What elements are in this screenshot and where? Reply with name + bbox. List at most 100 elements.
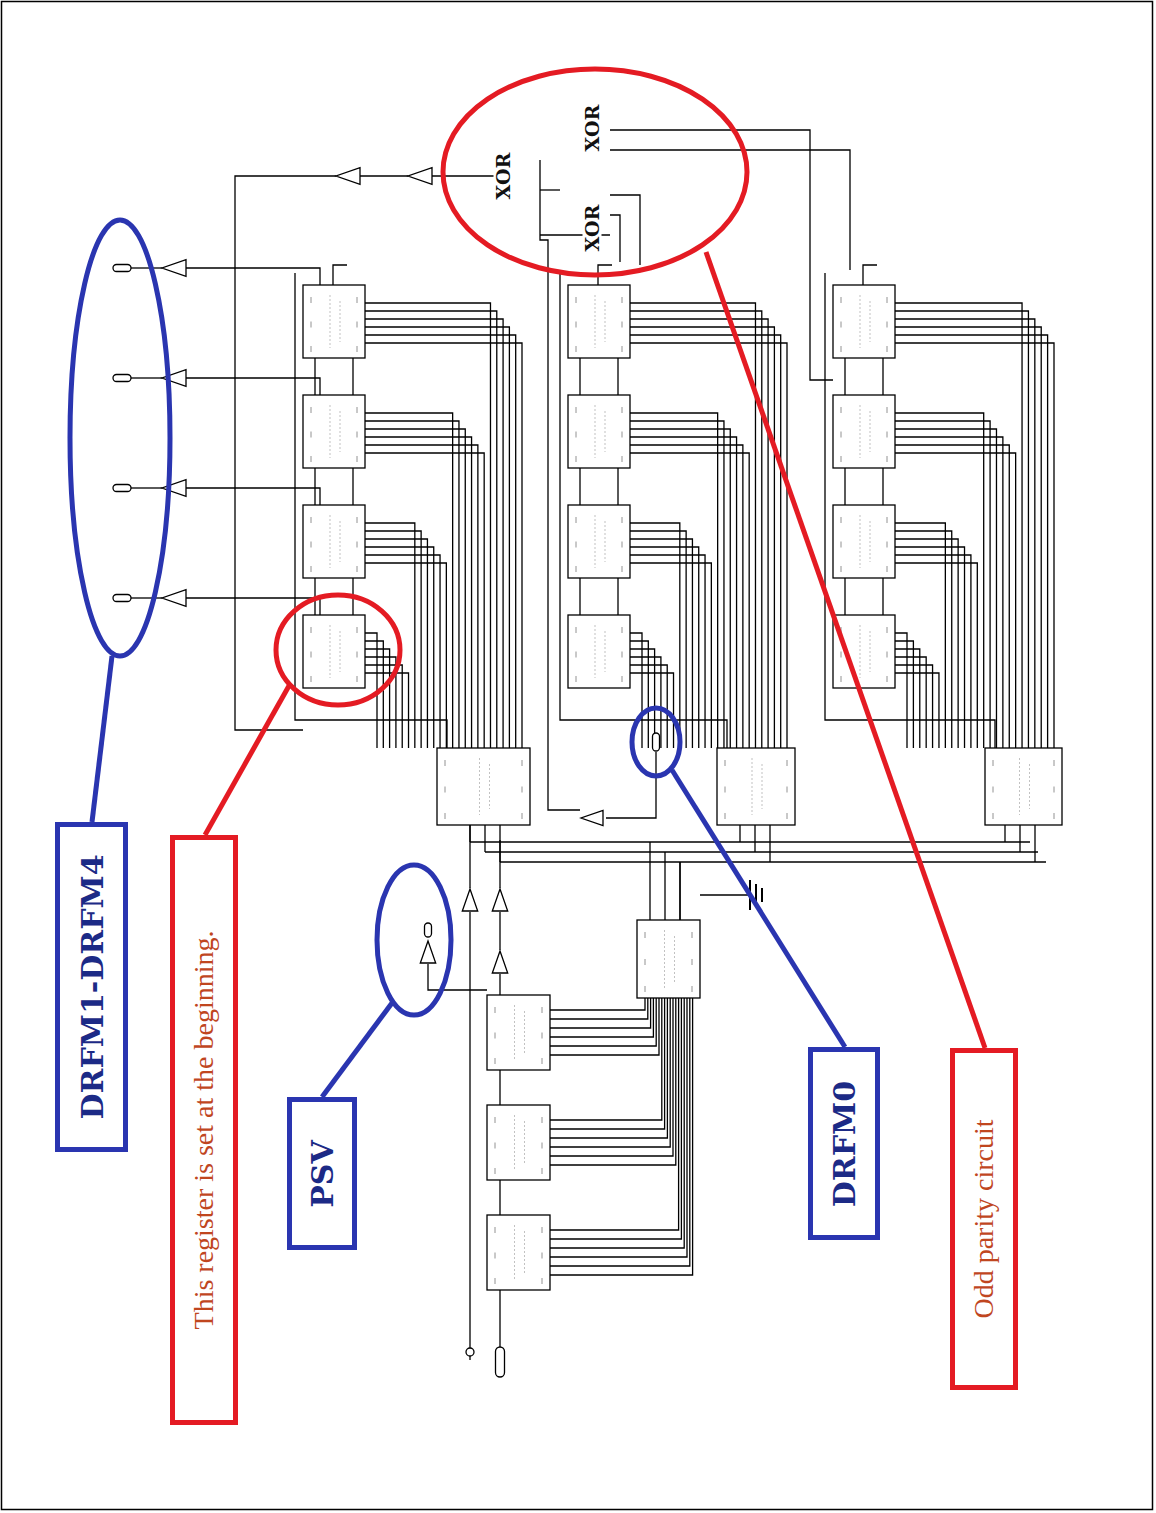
pin-mark xyxy=(340,301,341,342)
wire xyxy=(550,998,662,1120)
wire xyxy=(365,413,453,748)
pin-mark xyxy=(445,787,446,793)
callout-ellipse xyxy=(443,69,747,275)
pin-mark xyxy=(1054,813,1055,819)
wire xyxy=(882,468,883,505)
wire xyxy=(365,633,377,748)
wire xyxy=(863,265,877,285)
wire xyxy=(1034,825,1035,862)
pin-mark xyxy=(887,517,888,523)
wire xyxy=(630,437,737,748)
pin-mark xyxy=(357,456,358,462)
register-chip xyxy=(568,285,630,358)
pin-mark xyxy=(622,566,623,572)
register-chip xyxy=(833,395,895,468)
wire xyxy=(365,555,440,748)
register-chip xyxy=(303,395,365,468)
wire xyxy=(606,752,656,818)
pin-mark xyxy=(311,566,312,572)
gate-label: XOR xyxy=(494,152,513,201)
pin-mark xyxy=(495,1143,496,1149)
wire xyxy=(314,468,315,505)
pin-mark xyxy=(479,758,480,815)
pin-mark xyxy=(841,407,842,413)
wire xyxy=(1019,825,1020,852)
wire xyxy=(469,825,470,888)
wire xyxy=(895,327,1041,748)
multiplexer-chip xyxy=(717,748,795,825)
io-pin xyxy=(113,595,131,602)
pin-mark xyxy=(887,322,888,328)
pin-mark xyxy=(311,297,312,303)
wire xyxy=(550,998,651,1028)
pin-mark xyxy=(514,1005,515,1060)
pin-mark xyxy=(605,411,606,452)
wire xyxy=(739,825,740,842)
wire xyxy=(754,825,755,852)
wire xyxy=(610,130,833,380)
pin-mark xyxy=(622,322,623,328)
wire xyxy=(499,1070,500,1105)
callout-box: PSV xyxy=(287,1097,357,1250)
pin-mark xyxy=(445,760,446,766)
wire xyxy=(630,445,743,748)
wire xyxy=(540,160,580,810)
pin-mark xyxy=(645,932,646,938)
pin-mark xyxy=(340,631,341,672)
wire xyxy=(550,998,670,1147)
pin-mark xyxy=(576,566,577,572)
wire xyxy=(895,649,920,748)
pin-mark xyxy=(489,764,490,809)
wire xyxy=(895,523,945,748)
pin-mark xyxy=(787,813,788,819)
pin-mark xyxy=(330,405,331,458)
wire xyxy=(130,487,162,488)
pin-mark xyxy=(495,1033,496,1039)
wire xyxy=(130,377,162,378)
pin-mark xyxy=(542,1278,543,1284)
leader-line xyxy=(92,656,112,822)
pin-mark xyxy=(674,936,675,982)
pin-mark xyxy=(1029,764,1030,809)
pin-mark xyxy=(622,676,623,682)
wire xyxy=(186,268,320,285)
wire xyxy=(844,468,845,505)
wire xyxy=(365,445,478,748)
wire xyxy=(485,851,1038,852)
pin-mark xyxy=(522,787,523,793)
pin-mark xyxy=(870,521,871,562)
pin-mark xyxy=(1019,758,1020,815)
pin-mark xyxy=(514,1115,515,1170)
wire xyxy=(295,273,447,748)
wire xyxy=(186,488,320,505)
callout-box: DRFM0 xyxy=(808,1047,880,1240)
wire xyxy=(365,311,497,748)
wire xyxy=(333,265,347,285)
pin-mark xyxy=(330,295,331,348)
pin-mark xyxy=(887,566,888,572)
callout-ellipse xyxy=(632,708,680,776)
wiring xyxy=(130,130,1054,1360)
pin-mark xyxy=(887,652,888,658)
wire xyxy=(314,358,315,395)
callout-text: PSV xyxy=(305,1140,340,1208)
buffer-symbol xyxy=(162,480,186,497)
pin-mark xyxy=(542,1168,543,1174)
pin-mark xyxy=(841,322,842,328)
pin-mark xyxy=(887,676,888,682)
wire xyxy=(895,633,907,748)
pin-mark xyxy=(622,456,623,462)
pin-mark xyxy=(357,652,358,658)
pin-mark xyxy=(887,627,888,633)
wire xyxy=(550,998,687,1257)
wire xyxy=(1004,825,1005,842)
multiplexer-chip xyxy=(985,748,1062,825)
pin-mark xyxy=(340,521,341,562)
pin-mark xyxy=(841,652,842,658)
pin-mark xyxy=(311,456,312,462)
pin-mark xyxy=(993,813,994,819)
wire xyxy=(630,311,762,748)
wire xyxy=(550,998,676,1165)
pin-mark xyxy=(622,627,623,633)
pin-mark xyxy=(542,1253,543,1259)
